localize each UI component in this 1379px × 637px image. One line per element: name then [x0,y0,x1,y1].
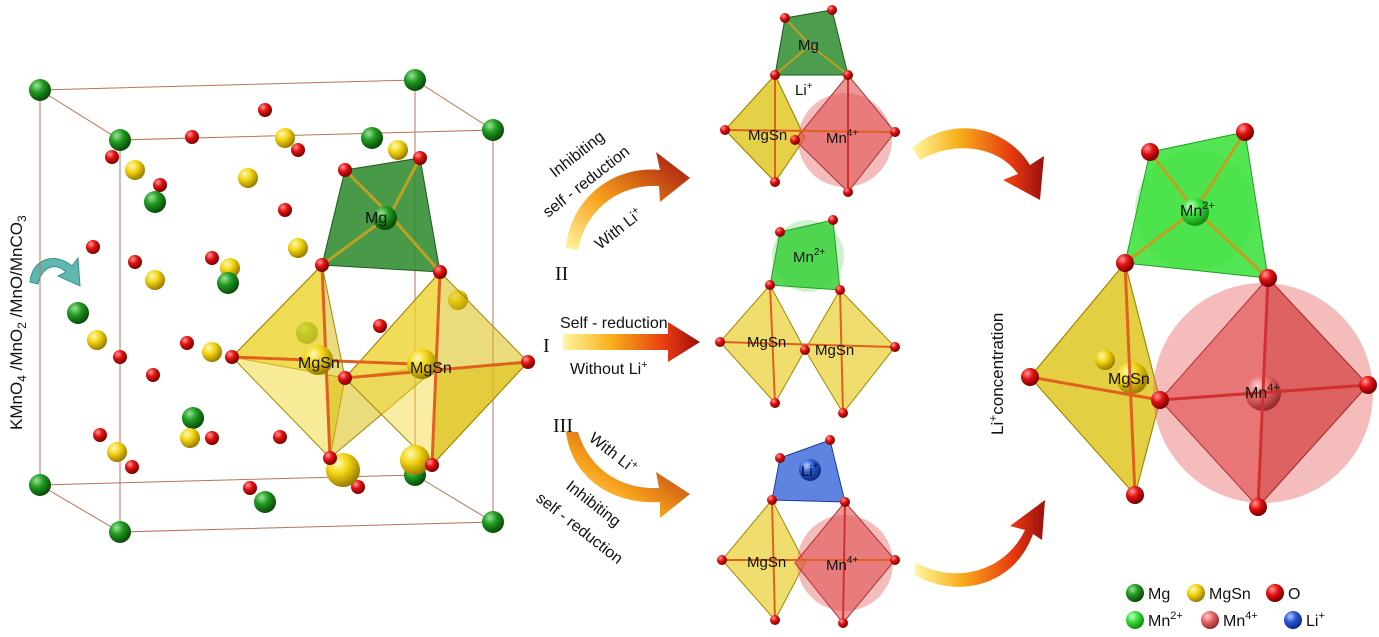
numeral-iii: III [553,415,573,437]
converge-arrow-top-icon [912,128,1044,200]
legend-mg-swatch [1126,584,1144,602]
mid-oct1-label: MgSn [747,334,786,351]
mg-tetrahedron-left: Mg [321,151,442,273]
mid-tetra-label: Mn2+ [793,247,825,266]
legend-mn4-label: Mn4+ [1223,610,1258,630]
li-concentration-label: Li+concentration [986,313,1007,435]
pathway-ii: Inhibiting self - reduction With Li+ II [540,128,690,285]
bot-oct2-label: Mn4+ [826,555,858,574]
bot-oct1-label: MgSn [747,554,786,571]
numeral-ii: II [555,263,568,285]
legend-li-label: Li+ [1306,610,1325,630]
top-oct1-label: MgSn [748,127,787,144]
legend-mn2-label: Mn2+ [1148,610,1183,630]
curved-arrow-icon [566,152,690,250]
mg-label: Mg [365,210,387,227]
structure-right: Mn2+ MgSn Mn4+ [1021,123,1377,516]
numeral-i: I [543,335,550,357]
precursor-label: KMnO4 /MnO2 /MnO/MnCO3 [7,215,29,430]
right-oct2-label: Mn4+ [1245,382,1280,402]
right-oct1-label: MgSn [1108,371,1150,388]
path-ii-line3: With Li+ [591,204,646,253]
pathway-iii: With Li+ Inhibiting self - reduction III [533,415,690,568]
structure-middle: Mn2+ MgSn MgSn [715,215,900,418]
converge-arrow-bottom-icon [915,500,1045,587]
legend-mn2-swatch [1126,611,1144,629]
legend: Mg MgSn O Mn2+ Mn4+ Li+ [1126,584,1325,630]
bot-tetra-label: Li+ [801,461,819,480]
structure-top: Mg Li+ MgSn Mn4+ [720,5,900,197]
legend-mg-label: Mg [1148,586,1170,603]
legend-o-label: O [1288,586,1300,603]
mgsn-label-2: MgSn [410,360,452,377]
structure-bottom: Li+ MgSn Mn4+ [717,435,900,628]
path-i-line1: Self - reduction [560,315,668,332]
legend-mn4-swatch [1201,611,1219,629]
straight-arrow-icon [563,322,700,362]
top-tetra-label: Mg [798,37,819,54]
legend-o-swatch [1266,584,1284,602]
right-tetra-label: Mn2+ [1180,200,1215,220]
pathway-i: Self - reduction Without Li+ I [543,315,700,378]
legend-mgsn-swatch [1187,584,1205,602]
top-li-label: Li+ [795,81,813,99]
path-i-line2: Without Li+ [570,359,648,378]
top-oct2-label: Mn4+ [826,128,858,147]
mid-oct2-label: MgSn [815,342,854,359]
curved-arrow-icon [566,432,690,518]
insertion-arrow-icon [29,256,81,287]
legend-mgsn-label: MgSn [1209,586,1251,603]
mgsn-label-1: MgSn [298,355,340,372]
mgsn-octahedra-left: MgSn MgSn [225,258,535,487]
legend-li-swatch [1284,611,1302,629]
